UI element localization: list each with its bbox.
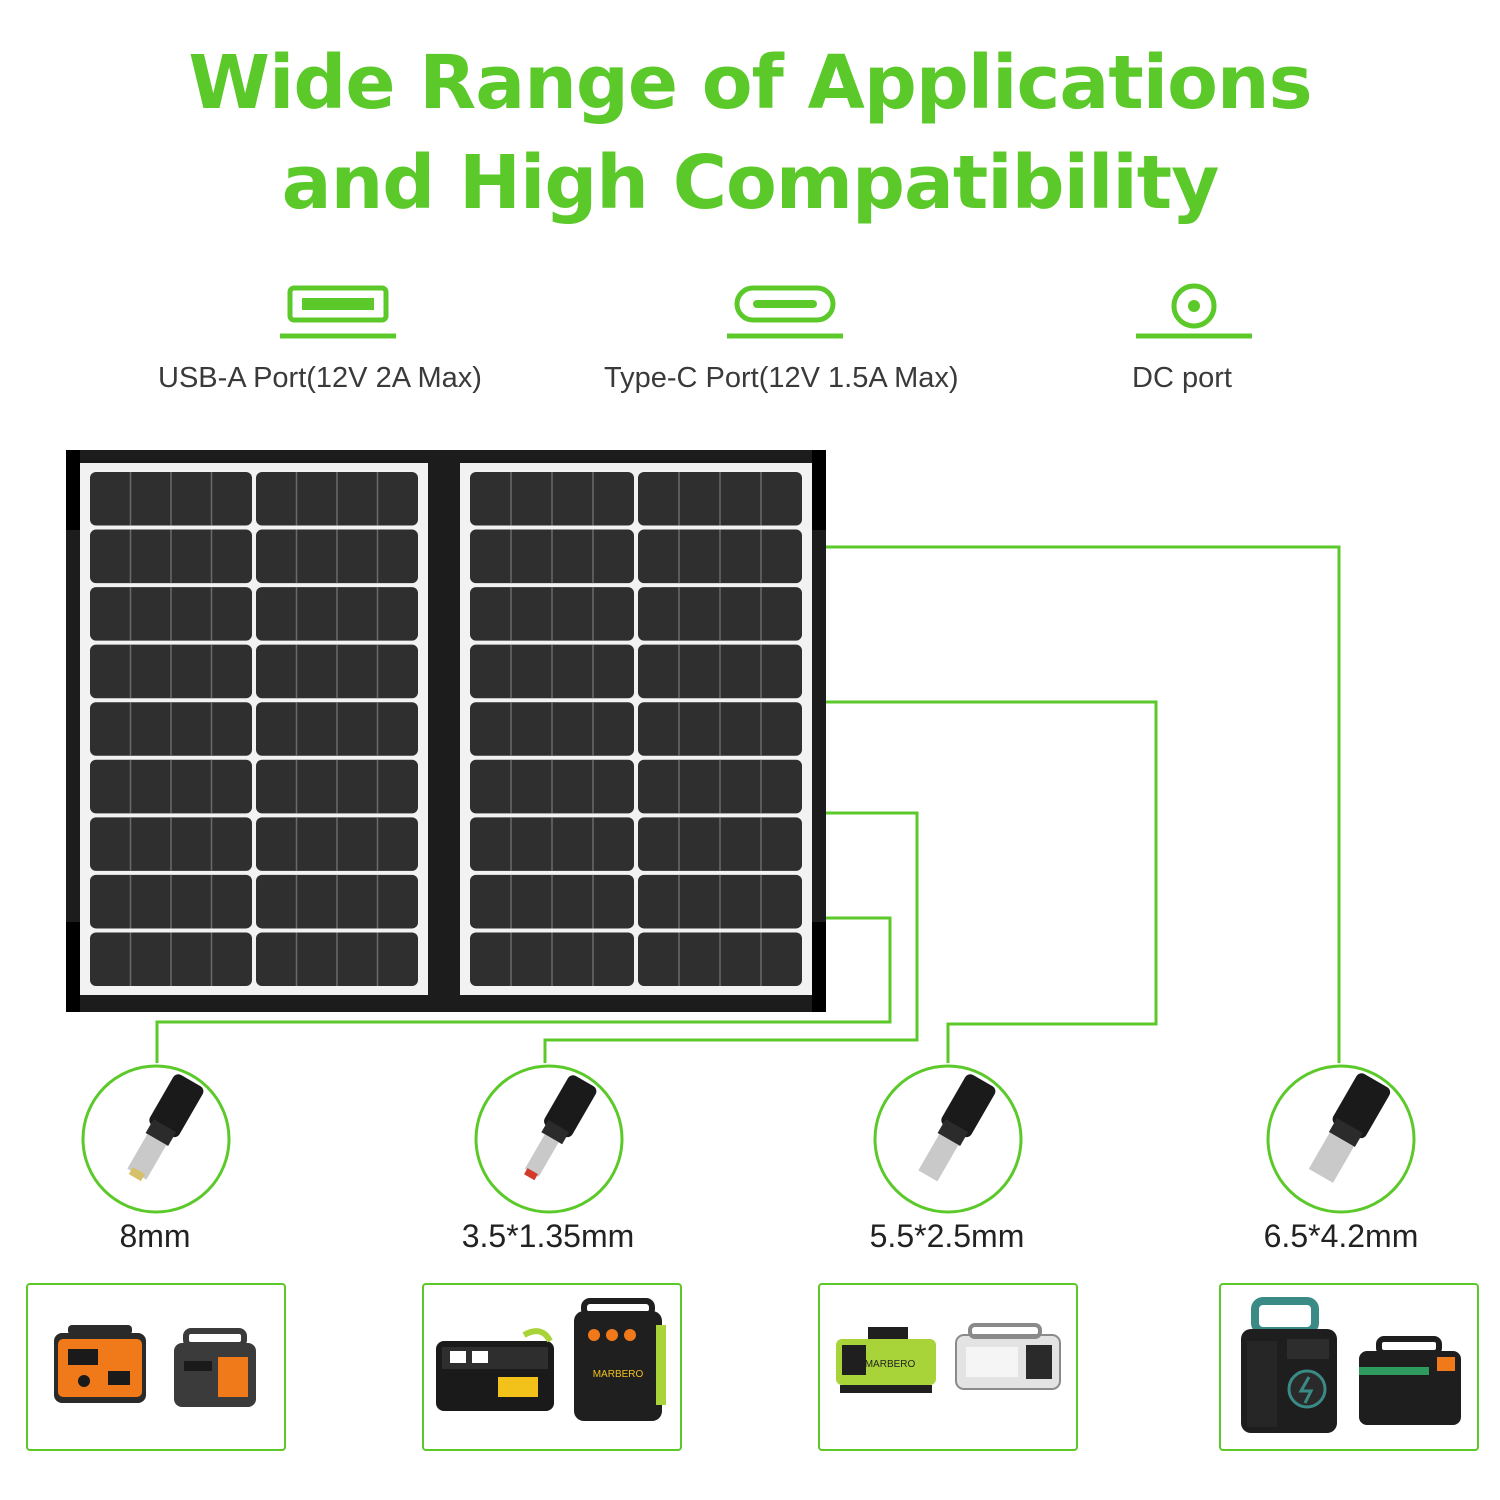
marbero-power-station-image: MARBERO	[574, 1298, 666, 1421]
marbero-logo-generator: MARBERO	[865, 1359, 916, 1370]
connector-6-5x4-2mm-icon	[1265, 1063, 1417, 1215]
marbero-logo: MARBERO	[593, 1369, 644, 1380]
size-label-5-5x2-5mm: 5.5*2.5mm	[869, 1218, 1025, 1254]
device-box-3-5x1-35mm: MARBERO	[422, 1283, 682, 1451]
usb-a-port-label: USB-A Port(12V 2A Max)	[158, 362, 482, 394]
device-box-8mm	[26, 1283, 286, 1451]
connector-8mm-icon	[80, 1063, 232, 1215]
portable-power-station-image	[436, 1328, 554, 1411]
device-box-6-5x4-2mm	[1219, 1283, 1479, 1451]
dc-port-label: DC port	[1132, 362, 1232, 394]
size-label-8mm: 8mm	[119, 1218, 191, 1254]
type-c-port-label: Type-C Port(12V 1.5A Max)	[604, 362, 959, 394]
connector-3-5x1-35mm-icon	[473, 1063, 625, 1215]
headline-line-1: Wide Range of Applications	[188, 40, 1312, 126]
silver-power-station-image	[955, 1323, 1061, 1390]
size-label-3-5x1-35mm: 3.5*1.35mm	[461, 1218, 635, 1254]
device-box-5-5x2-5mm: MARBERO	[818, 1283, 1078, 1451]
teal-handle-power-station-image	[1241, 1297, 1337, 1433]
power-station-orange-image	[54, 1325, 146, 1403]
power-station-gray-image	[174, 1328, 256, 1407]
black-power-station-image	[1359, 1336, 1461, 1425]
usb-c-icon	[725, 282, 845, 342]
connector-5-5x2-5mm-icon	[872, 1063, 1024, 1215]
green-generator-image: MARBERO	[836, 1327, 936, 1393]
headline-line-2: and High Compatibility	[281, 140, 1220, 226]
usb-a-icon	[278, 282, 398, 342]
solar-panel-image	[66, 450, 1341, 1063]
size-label-6-5x4-2mm: 6.5*4.2mm	[1263, 1218, 1419, 1254]
dc-port-icon	[1134, 282, 1254, 342]
